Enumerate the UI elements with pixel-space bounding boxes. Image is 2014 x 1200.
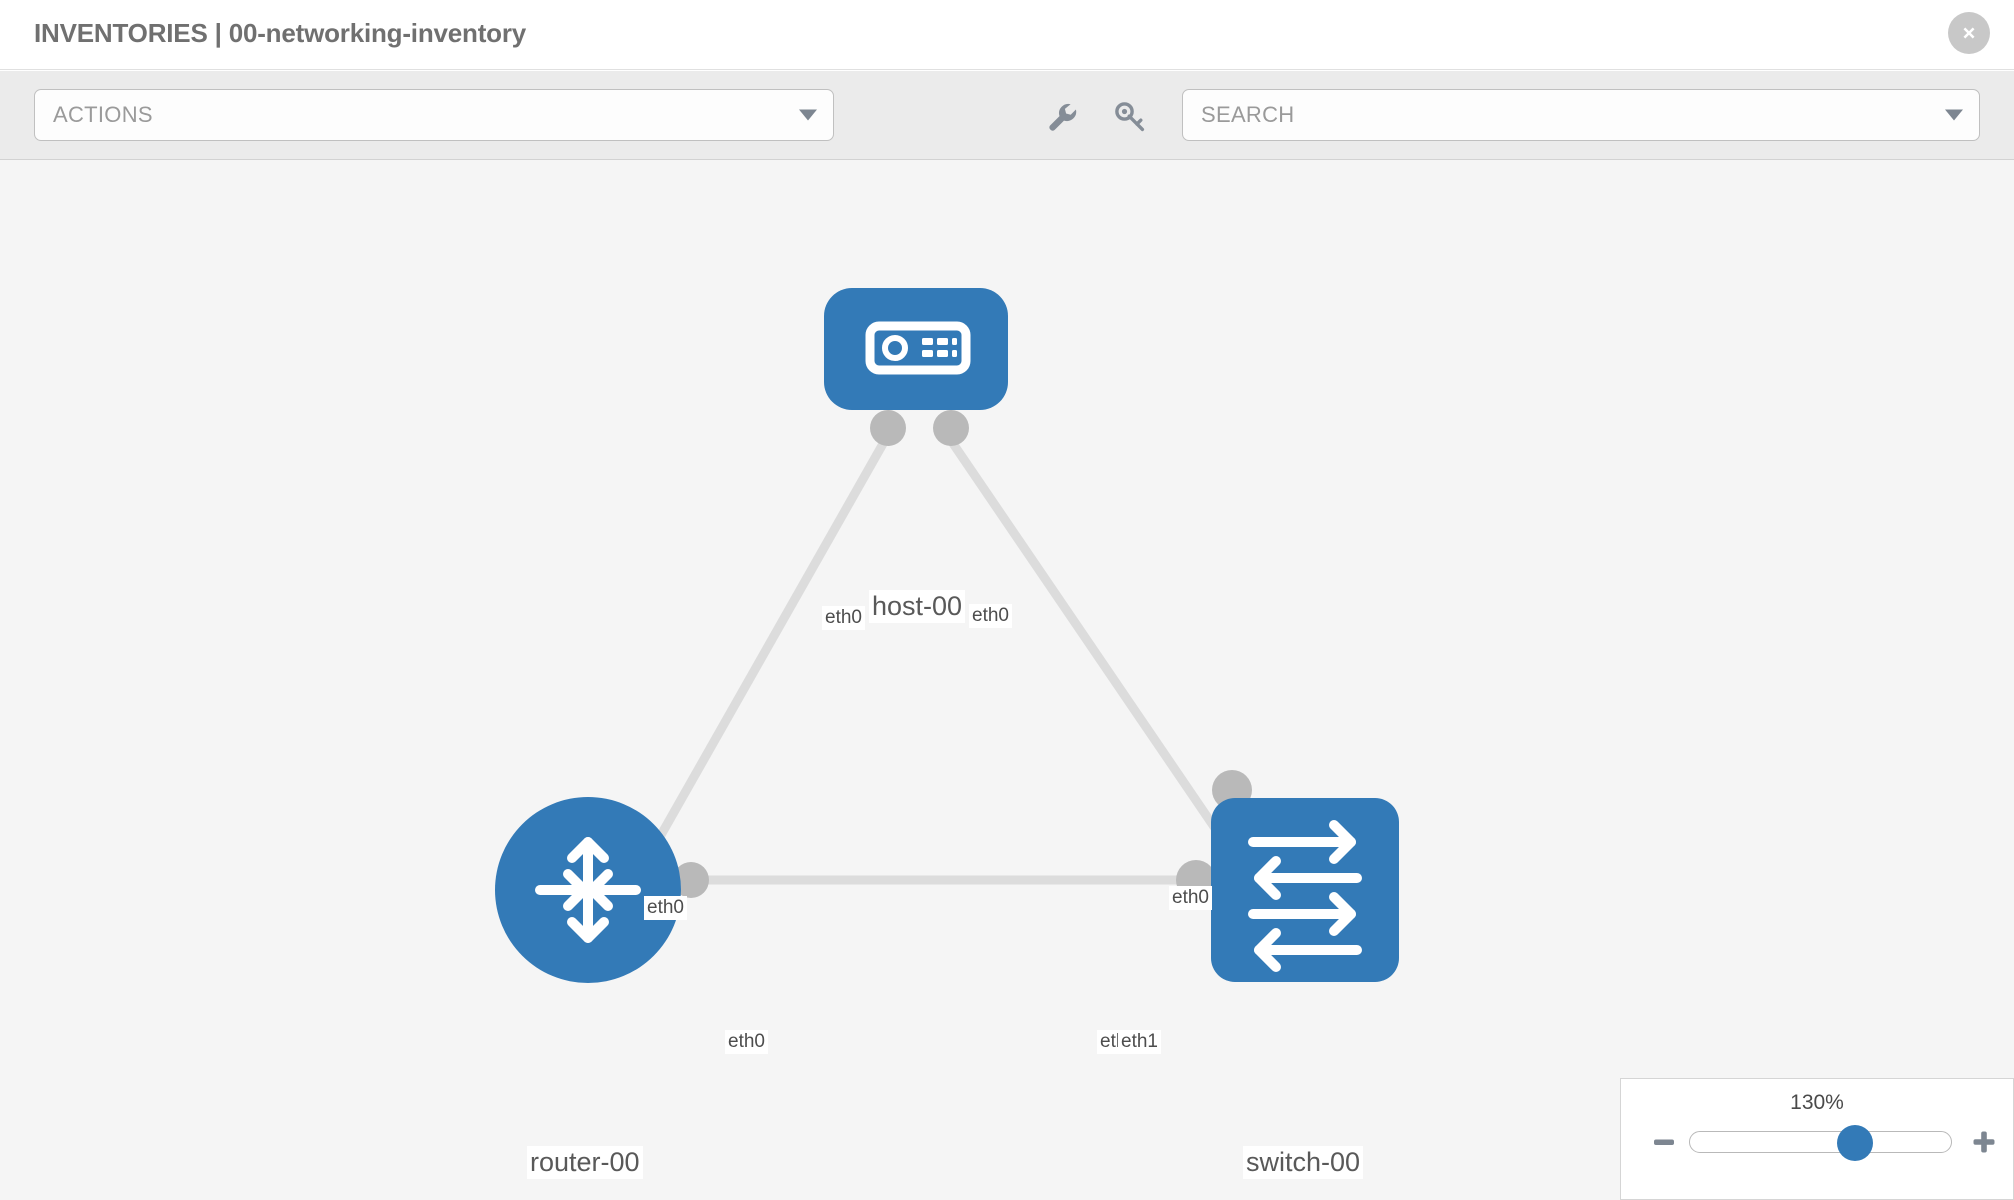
close-icon	[1963, 27, 1975, 39]
iface-label-router-eth0: eth0	[725, 1030, 768, 1054]
port-router-right[interactable]	[673, 862, 709, 898]
node-host-00[interactable]	[824, 288, 1008, 410]
zoom-control-panel: 130%	[1620, 1078, 2014, 1200]
node-label-host-00: host-00	[869, 590, 966, 624]
key-icon	[1115, 102, 1145, 132]
chevron-down-icon	[1945, 109, 1963, 121]
wrench-icon	[1049, 103, 1077, 131]
iface-label-switch-eth1: eth1	[1118, 1030, 1161, 1054]
node-label-switch-00: switch-00	[1243, 1146, 1364, 1180]
port-host-right[interactable]	[933, 410, 969, 446]
edge-host-router[interactable]	[636, 439, 888, 875]
chevron-down-icon	[799, 109, 817, 121]
iface-label-host-left: eth0	[822, 606, 865, 630]
page-title: INVENTORIES | 00-networking-inventory	[34, 18, 527, 48]
zoom-out-button[interactable]	[1649, 1127, 1679, 1157]
port-host-left[interactable]	[870, 410, 906, 446]
node-label-router-00: router-00	[527, 1146, 643, 1180]
iface-label-switch-uplink: eth0	[1169, 886, 1212, 910]
zoom-in-button[interactable]	[1969, 1127, 1999, 1157]
actions-dropdown-label: ACTIONS	[53, 102, 153, 127]
minus-icon	[1654, 1139, 1674, 1145]
search-dropdown[interactable]: SEARCH	[1182, 89, 1980, 141]
node-switch-00[interactable]	[1211, 798, 1399, 982]
toolbar: ACTIONS SEARCH	[0, 71, 2014, 160]
search-input[interactable]: SEARCH	[1201, 102, 1295, 127]
actions-dropdown[interactable]: ACTIONS	[34, 89, 834, 141]
zoom-slider-track[interactable]	[1689, 1125, 1952, 1161]
edge-host-switch[interactable]	[948, 439, 1242, 865]
zoom-slider-handle[interactable]	[1837, 1125, 1873, 1161]
topology-canvas[interactable]: eth0 host-00 eth0 eth0 eth0 eth0 eth0 et…	[0, 160, 2014, 1200]
key-button[interactable]	[1108, 97, 1152, 137]
node-router-00[interactable]	[495, 797, 681, 983]
topology-edges	[636, 439, 1242, 885]
plus-icon	[1973, 1131, 1995, 1153]
iface-label-router-uplink: eth0	[644, 896, 687, 920]
page-header: INVENTORIES | 00-networking-inventory	[0, 0, 2014, 70]
topology-graph	[495, 288, 1399, 983]
iface-label-host-right: eth0	[969, 604, 1012, 628]
zoom-level-value: 130%	[1790, 1091, 1844, 1114]
wrench-button[interactable]	[1040, 97, 1084, 137]
close-button[interactable]	[1948, 12, 1990, 54]
